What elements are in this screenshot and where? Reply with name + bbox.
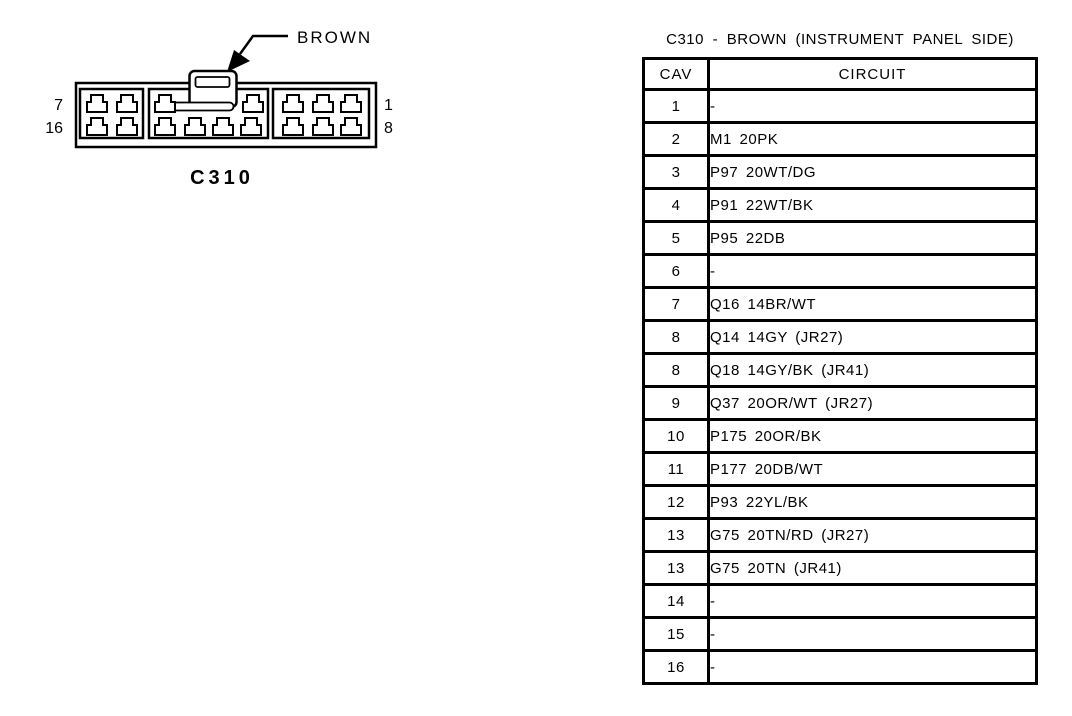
connector-pin <box>312 94 334 113</box>
circuit-cell: Q14 14GY (JR27) <box>707 319 1038 355</box>
cav-cell: 5 <box>642 220 710 256</box>
cav-cell: 14 <box>642 583 710 619</box>
table-row: 15- <box>642 616 1038 652</box>
keying-slot <box>170 101 235 112</box>
circuit-cell: Q18 14GY/BK (JR41) <box>707 352 1038 388</box>
latch-slot <box>194 76 231 88</box>
cav-cell: 16 <box>642 649 710 685</box>
cav-cell: 1 <box>642 88 710 124</box>
cav-cell: 15 <box>642 616 710 652</box>
cav-cell: 13 <box>642 517 710 553</box>
connector-pin <box>242 94 264 113</box>
circuit-cell: - <box>707 88 1038 124</box>
circuit-cell: G75 20TN/RD (JR27) <box>707 517 1038 553</box>
cav-cell: 8 <box>642 352 710 388</box>
circuit-cell: - <box>707 253 1038 289</box>
connector-pin <box>282 94 304 113</box>
circuit-cell: P177 20DB/WT <box>707 451 1038 487</box>
callout-leader-line <box>238 34 288 55</box>
circuit-cell: P95 22DB <box>707 220 1038 256</box>
table-row: 14- <box>642 583 1038 619</box>
cav-cell: 9 <box>642 385 710 421</box>
connector-pin <box>116 117 138 136</box>
circuit-cell: Q16 14BR/WT <box>707 286 1038 322</box>
circuit-cell: P93 22YL/BK <box>707 484 1038 520</box>
circuit-column-header: CIRCUIT <box>707 57 1038 91</box>
connector-drawing: BROWN <box>45 28 393 189</box>
connector-pin <box>340 117 362 136</box>
callout-arrowhead-icon <box>227 50 250 72</box>
pin-number-label-left-top: 7 <box>54 97 63 114</box>
cav-cell: 13 <box>642 550 710 586</box>
connector-pin <box>184 117 206 136</box>
pin-number-label-right-top: 1 <box>384 97 393 114</box>
connector-color-callout: BROWN <box>297 28 372 47</box>
circuit-cell: M1 20PK <box>707 121 1038 157</box>
cav-cell: 2 <box>642 121 710 157</box>
connector-diagram: BROWN <box>0 0 440 220</box>
connector-pin <box>86 117 108 136</box>
connector-pin <box>212 117 234 136</box>
connector-pin <box>282 117 304 136</box>
connector-pin <box>154 117 176 136</box>
circuit-cell: - <box>707 583 1038 619</box>
pin-number-label-right-bottom: 8 <box>384 120 393 137</box>
connector-pin <box>154 94 176 113</box>
pin-number-label-left-bottom: 16 <box>45 120 63 137</box>
cav-cell: 8 <box>642 319 710 355</box>
cav-cell: 10 <box>642 418 710 454</box>
connector-pin <box>240 117 262 136</box>
cav-cell: 11 <box>642 451 710 487</box>
table-row: 1- <box>642 88 1038 124</box>
table-header-row: CAV CIRCUIT <box>642 57 1038 91</box>
cav-cell: 12 <box>642 484 710 520</box>
circuit-cell: P97 20WT/DG <box>707 154 1038 190</box>
connector-pin <box>86 94 108 113</box>
circuit-cell: Q37 20OR/WT (JR27) <box>707 385 1038 421</box>
cav-cell: 6 <box>642 253 710 289</box>
cav-cell: 7 <box>642 286 710 322</box>
cav-cell: 3 <box>642 154 710 190</box>
circuit-cell: - <box>707 616 1038 652</box>
connector-pin <box>312 117 334 136</box>
table-row: 6- <box>642 253 1038 289</box>
circuit-cell: P175 20OR/BK <box>707 418 1038 454</box>
cav-column-header: CAV <box>642 57 710 91</box>
connector-pin <box>340 94 362 113</box>
pinout-table-title: C310 - BROWN (INSTRUMENT PANEL SIDE) <box>666 31 1014 48</box>
circuit-cell: P91 22WT/BK <box>707 187 1038 223</box>
circuit-cell: - <box>707 649 1038 685</box>
connector-id-label: C310 <box>190 167 254 189</box>
connector-pin <box>116 94 138 113</box>
cav-cell: 4 <box>642 187 710 223</box>
circuit-cell: G75 20TN (JR41) <box>707 550 1038 586</box>
table-row: 16- <box>642 649 1038 685</box>
